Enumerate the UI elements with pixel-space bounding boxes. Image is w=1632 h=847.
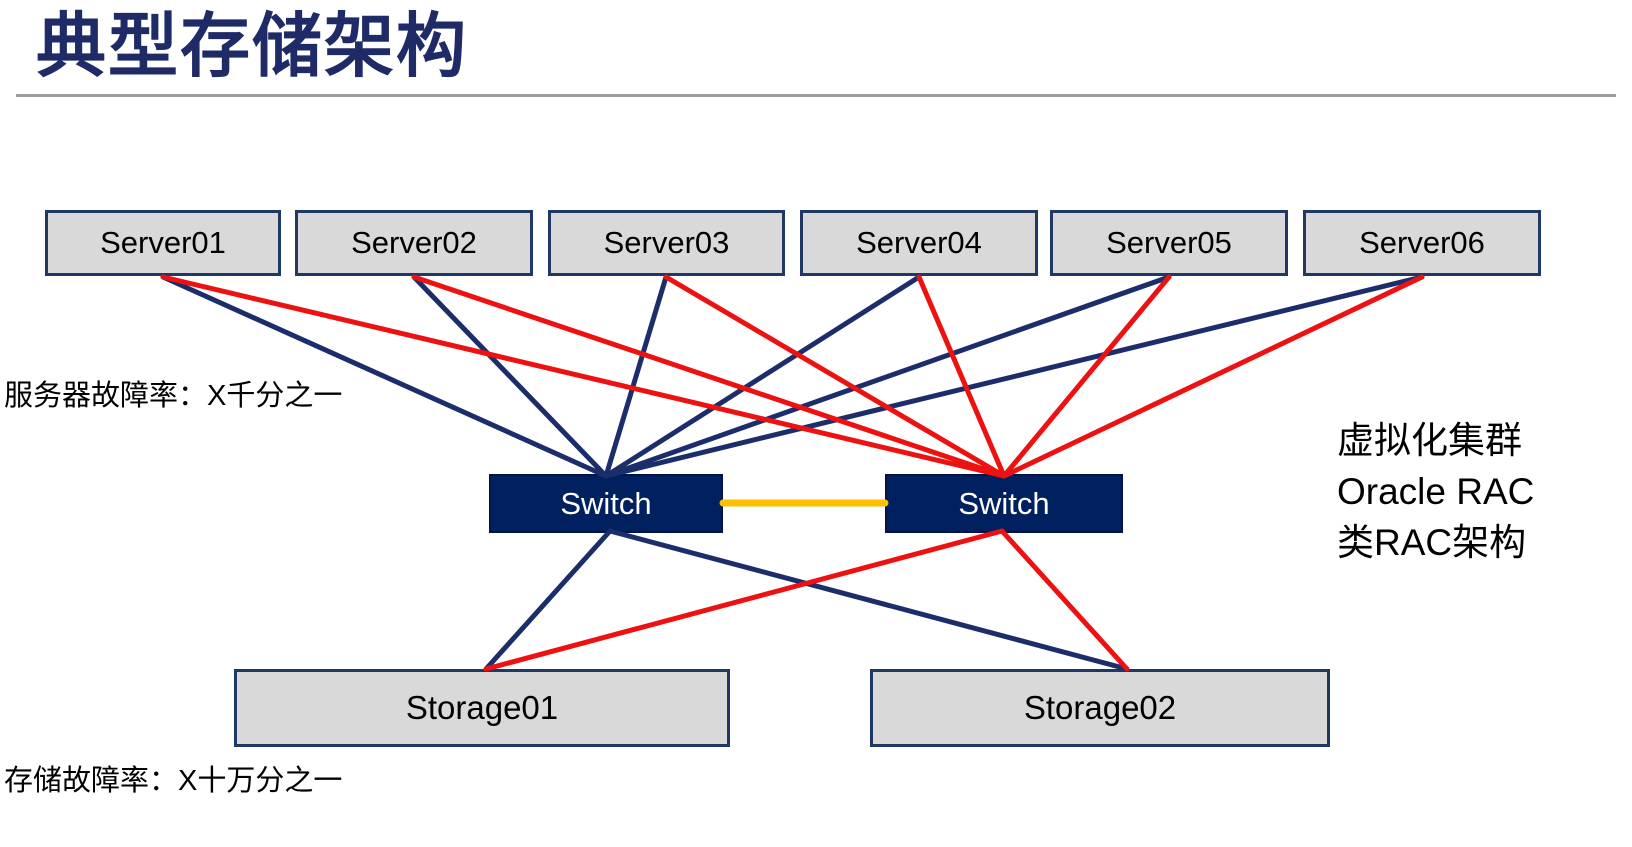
node-server05: Server05 bbox=[1050, 210, 1288, 276]
cluster-note-line-2: Oracle RAC bbox=[1337, 471, 1535, 512]
node-server03: Server03 bbox=[548, 210, 785, 276]
storage-failure-note: 存储故障率：X十万分之一 bbox=[4, 765, 343, 797]
link-server04-switch2 bbox=[916, 274, 1007, 479]
cluster-note-line-1: 虚拟化集群 bbox=[1337, 420, 1522, 461]
node-switch2: Switch bbox=[885, 474, 1123, 533]
node-server01: Server01 bbox=[45, 210, 281, 276]
node-storage01: Storage01 bbox=[234, 669, 730, 747]
link-server03-switch1 bbox=[603, 274, 669, 479]
link-server03-switch2 bbox=[663, 274, 1007, 479]
link-server02-switch1 bbox=[411, 274, 609, 479]
link-switch1-storage02 bbox=[607, 528, 1130, 672]
link-switch1-storage01 bbox=[483, 528, 613, 672]
node-storage02: Storage02 bbox=[870, 669, 1330, 747]
link-switch2-storage01 bbox=[483, 528, 1005, 672]
link-server04-switch1 bbox=[603, 274, 922, 479]
link-switch2-storage02 bbox=[999, 528, 1130, 672]
page-title: 典型存储架构 bbox=[36, 7, 468, 85]
node-server02: Server02 bbox=[295, 210, 533, 276]
cluster-note: 虚拟化集群 Oracle RAC 类RAC架构 bbox=[1337, 415, 1534, 568]
node-server06: Server06 bbox=[1303, 210, 1541, 276]
cluster-note-line-3: 类RAC架构 bbox=[1337, 522, 1527, 563]
node-switch1: Switch bbox=[489, 474, 723, 533]
server-failure-note: 服务器故障率：X千分之一 bbox=[4, 380, 343, 412]
title-divider bbox=[16, 94, 1616, 97]
link-server06-switch1 bbox=[603, 274, 1425, 479]
link-server02-switch2 bbox=[411, 274, 1007, 479]
link-server05-switch2 bbox=[1001, 274, 1172, 479]
node-server04: Server04 bbox=[800, 210, 1038, 276]
link-server05-switch1 bbox=[603, 274, 1172, 479]
